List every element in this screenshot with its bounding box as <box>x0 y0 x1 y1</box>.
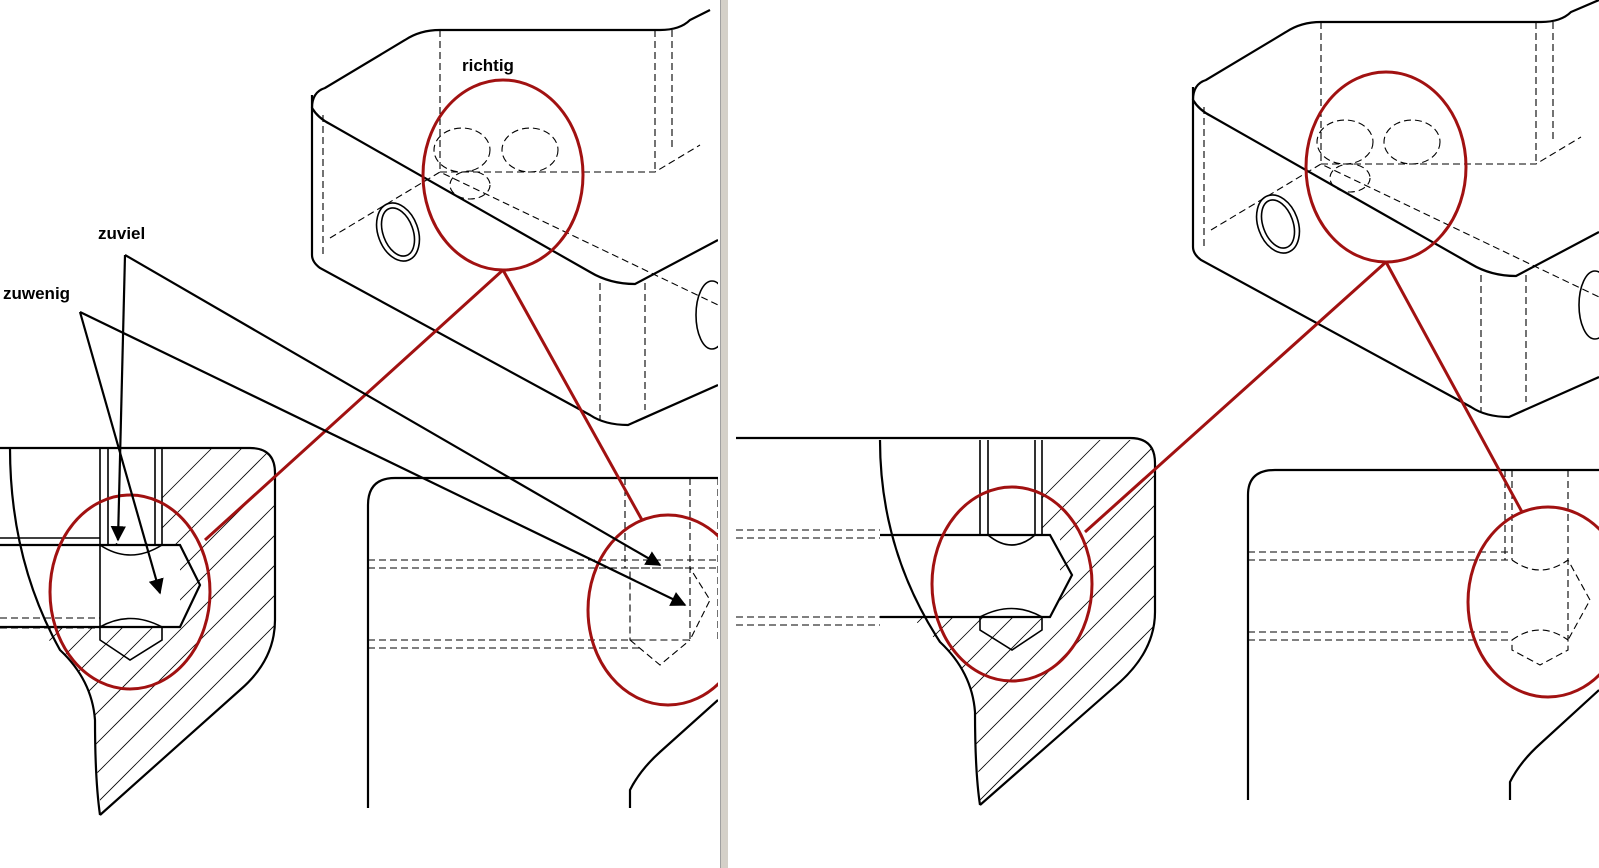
label-too-much: zuviel <box>98 224 146 243</box>
part-iso-front-edge <box>311 107 718 286</box>
r-part-iso-left-edge <box>1191 87 1599 419</box>
horizontal-bore <box>0 543 202 629</box>
r-front-view-outline <box>1246 468 1599 800</box>
r-vertical-bore-lines <box>979 440 1043 535</box>
r-front-hidden-verticals <box>1504 470 1569 640</box>
label-correct: richtig <box>462 56 514 75</box>
r-section-hidden-lines <box>736 529 880 626</box>
label-too-little: zuwenig <box>3 284 71 303</box>
right-view-group <box>736 0 1599 806</box>
r-callout-leader-section <box>1083 260 1388 534</box>
r-iso-hidden-hole-2 <box>1383 119 1441 165</box>
bore-intersection <box>99 544 163 661</box>
part-iso-outline <box>310 9 711 109</box>
front-view-outline <box>366 476 718 808</box>
iso-hidden-hole-1 <box>433 127 491 173</box>
callout-leader-section <box>203 268 505 542</box>
r-callout-circle-section <box>930 485 1094 683</box>
r-callout-leader-front <box>1384 261 1524 513</box>
iso-side-bore <box>375 202 421 262</box>
iso-side-bore-right <box>695 280 718 350</box>
arrow-zuwenig-front <box>79 311 687 606</box>
iso-hidden-hole-2 <box>501 127 559 173</box>
arrow-zuviel-section <box>110 254 127 542</box>
pane-splitter[interactable] <box>720 0 729 868</box>
front-hidden-lower <box>368 639 640 649</box>
r-iso-hidden-hole-1 <box>1316 119 1374 165</box>
iso-side-bore-inner <box>380 207 416 257</box>
r-iso-side-bore <box>1255 194 1301 254</box>
r-horizontal-bore <box>880 533 1074 619</box>
iso-hidden-line-5 <box>329 171 718 306</box>
r-section-outline <box>736 436 1157 612</box>
r-iso-side-bore-right <box>1578 270 1599 340</box>
front-hidden-bore <box>629 567 711 666</box>
arrow-zuwenig-section <box>78 311 164 595</box>
r-front-hidden-bore <box>1511 559 1591 666</box>
left-view-group <box>0 9 718 816</box>
r-front-view-chamfer <box>1508 689 1599 800</box>
r-iso-hidden-lines <box>1203 22 1599 412</box>
section-hidden-lines <box>0 617 100 629</box>
front-view-chamfer <box>628 699 718 808</box>
callout-circle-section <box>48 493 212 691</box>
callout-leader-front <box>501 269 644 521</box>
r-bore-intersection <box>979 534 1043 651</box>
cross-bore-void <box>0 545 180 627</box>
left-section-outline <box>0 446 277 620</box>
right-section-hatch <box>880 440 1155 805</box>
r-callout-circle-front <box>1466 505 1599 699</box>
iso-hidden-line-4 <box>440 144 701 173</box>
r-iso-hidden-hole-3 <box>1329 163 1371 193</box>
front-hidden-verticals <box>624 478 718 640</box>
r-part-iso-front-edge <box>1192 99 1599 278</box>
callout-circle-front <box>586 513 718 707</box>
arrow-zuviel-front <box>124 254 662 566</box>
part-iso-left-edge <box>310 95 718 427</box>
iso-hidden-hole-3 <box>449 170 491 200</box>
r-iso-side-bore-inner <box>1260 199 1296 249</box>
r-section-profile <box>878 439 1157 806</box>
right-drawing-pane <box>729 0 1599 868</box>
vertical-bore-lines <box>99 448 163 545</box>
left-section-profile <box>8 447 277 816</box>
r-callout-circle-iso <box>1304 70 1468 264</box>
r-part-iso-outline <box>1191 0 1599 101</box>
r-cross-bore-void <box>880 535 1060 617</box>
front-hidden-upper <box>368 559 718 569</box>
